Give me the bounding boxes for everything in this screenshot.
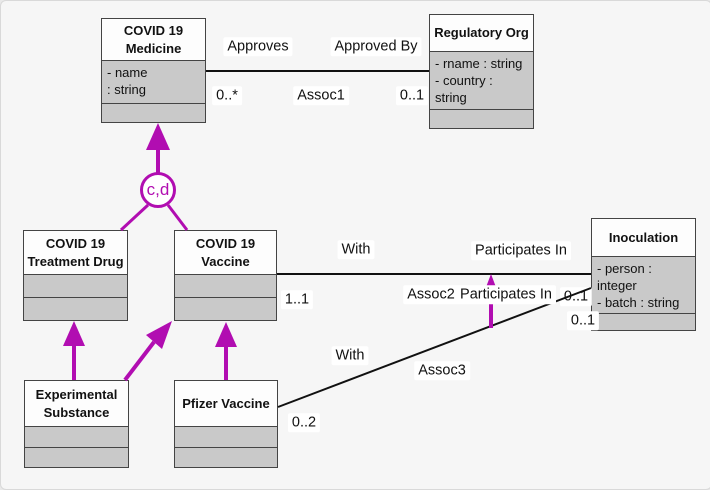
class-regulatory-org[interactable]: Regulatory Org - rname : string - countr…: [429, 14, 534, 129]
generalization-set-label: c,d: [146, 180, 170, 199]
generalization-set-circle[interactable]: c,d: [140, 172, 176, 208]
assoc1-role-right-label[interactable]: Approved By: [330, 37, 422, 57]
class-inoculation[interactable]: Inoculation - person : integer - batch :…: [591, 218, 696, 331]
assoc3-role-right-label[interactable]: Participates In: [456, 285, 556, 305]
generalization-leg-vaccine[interactable]: [166, 204, 189, 231]
class-attributes: [25, 427, 128, 448]
assoc1-multiplicity-left[interactable]: 0..*: [212, 86, 242, 106]
assoc3-multiplicity-left[interactable]: 0..2: [287, 413, 321, 433]
generalization-arrowhead-icon: [215, 322, 237, 347]
class-attributes: - person : integer - batch : string: [592, 257, 695, 314]
class-title: COVID 19 Medicine: [102, 19, 205, 61]
class-operations-compartment: [430, 110, 533, 128]
generalization-arrowhead-icon: [146, 123, 170, 150]
class-title: Regulatory Org: [430, 15, 533, 52]
assoc3-role-left-label[interactable]: With: [331, 346, 369, 366]
class-operations-compartment: [175, 448, 277, 467]
assoc3-name-label[interactable]: Assoc3: [414, 361, 470, 381]
class-attributes: [175, 427, 277, 448]
assoc2-role-right-label[interactable]: Participates In: [471, 241, 571, 261]
generalization-leg-treatment-drug[interactable]: [119, 203, 150, 232]
class-title: Experimental Substance: [25, 381, 128, 427]
assoc1-role-left-label[interactable]: Approves: [223, 37, 293, 57]
class-attributes: - name : string: [102, 61, 205, 104]
assoc3-multiplicity-right[interactable]: 0..1: [566, 311, 600, 331]
assoc2-multiplicity-left[interactable]: 1..1: [280, 290, 314, 310]
association-assoc3-line[interactable]: [277, 287, 592, 408]
class-operations-compartment: [175, 298, 276, 320]
generalization-arrowhead-icon: [146, 321, 172, 349]
class-covid19-treatment-drug[interactable]: COVID 19 Treatment Drug: [23, 230, 128, 321]
class-attributes: [24, 275, 127, 298]
assoc2-multiplicity-right[interactable]: 0..1: [559, 287, 593, 307]
class-attributes: [175, 275, 276, 298]
class-operations-compartment: [102, 104, 205, 122]
class-operations-compartment: [25, 448, 128, 467]
class-covid19-vaccine[interactable]: COVID 19 Vaccine: [174, 230, 277, 321]
class-attributes: - rname : string - country : string: [430, 52, 533, 110]
class-title: COVID 19 Vaccine: [175, 231, 276, 275]
generalization-arrowhead-icon: [63, 321, 85, 346]
class-title: Pfizer Vaccine: [175, 381, 277, 427]
class-experimental-substance[interactable]: Experimental Substance: [24, 380, 129, 468]
assoc2-role-left-label[interactable]: With: [337, 240, 375, 260]
class-operations-compartment: [24, 298, 127, 320]
class-pfizer-vaccine[interactable]: Pfizer Vaccine: [174, 380, 278, 468]
generalization-expsubstance-vaccine[interactable]: [123, 340, 156, 382]
assoc2-name-label[interactable]: Assoc2: [403, 285, 459, 305]
assoc1-multiplicity-right[interactable]: 0..1: [395, 86, 429, 106]
class-covid19-medicine[interactable]: COVID 19 Medicine - name : string: [101, 18, 206, 123]
class-operations-compartment: [592, 314, 695, 330]
class-title: Inoculation: [592, 219, 695, 257]
assoc1-name-label[interactable]: Assoc1: [293, 86, 349, 106]
class-title: COVID 19 Treatment Drug: [24, 231, 127, 275]
